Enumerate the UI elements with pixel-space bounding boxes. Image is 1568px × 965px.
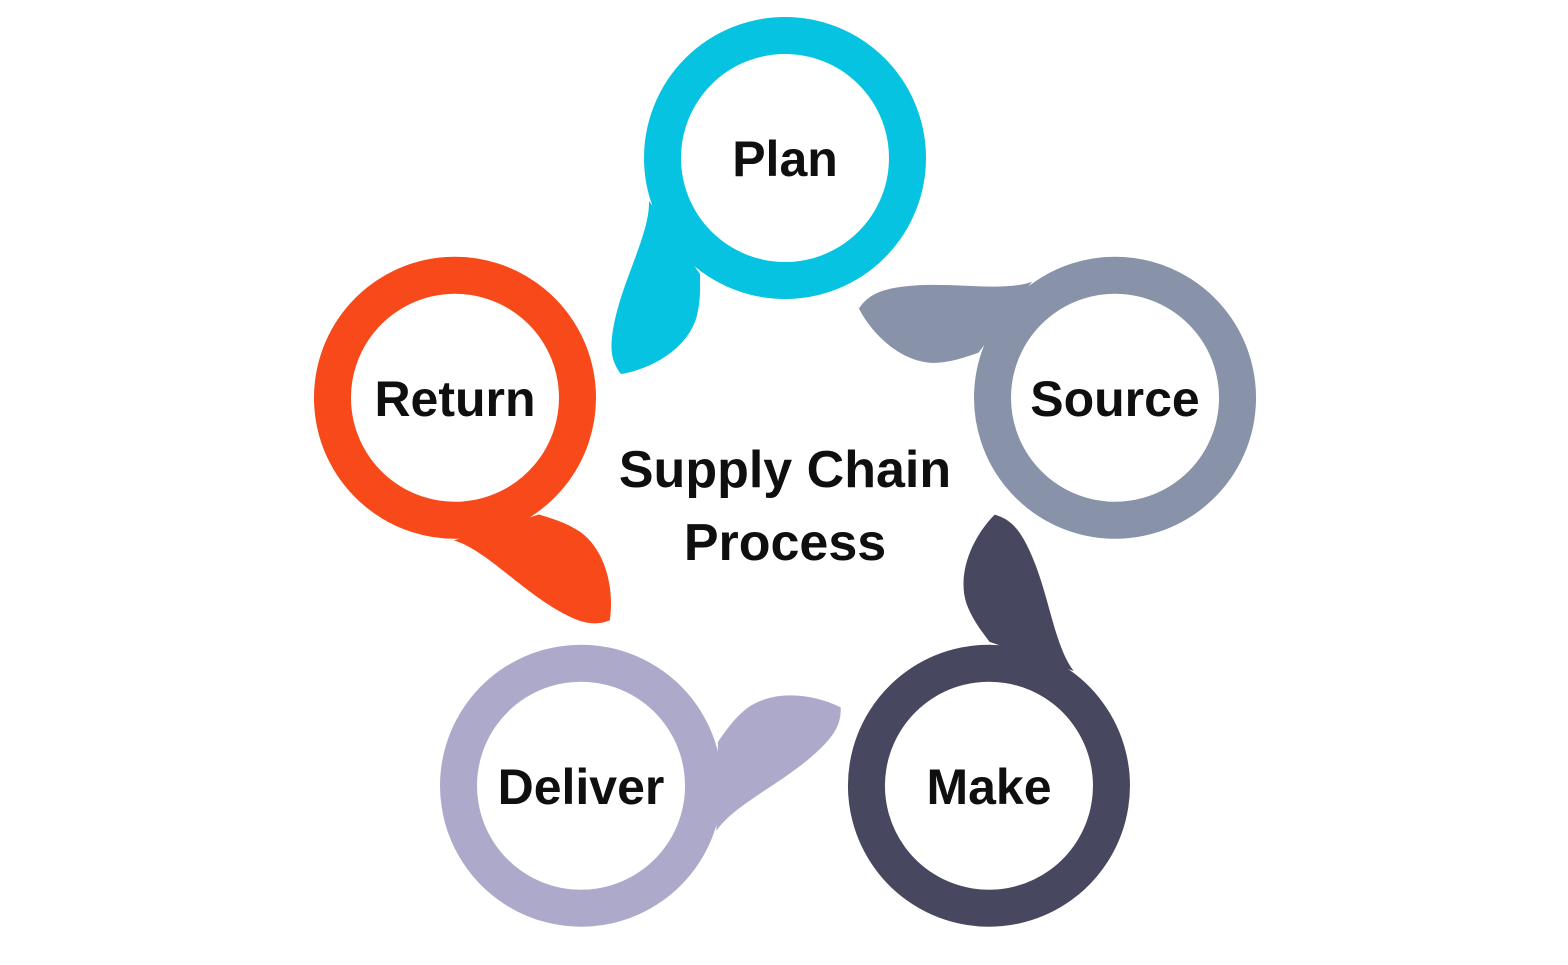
- make-label: Make: [926, 759, 1051, 815]
- plan-label: Plan: [732, 131, 838, 187]
- return-label: Return: [374, 371, 535, 427]
- diagram-title-line1: Supply Chain: [619, 441, 951, 499]
- source-label: Source: [1030, 371, 1200, 427]
- diagram-title-line2: Process: [684, 514, 886, 572]
- deliver-label: Deliver: [498, 759, 665, 815]
